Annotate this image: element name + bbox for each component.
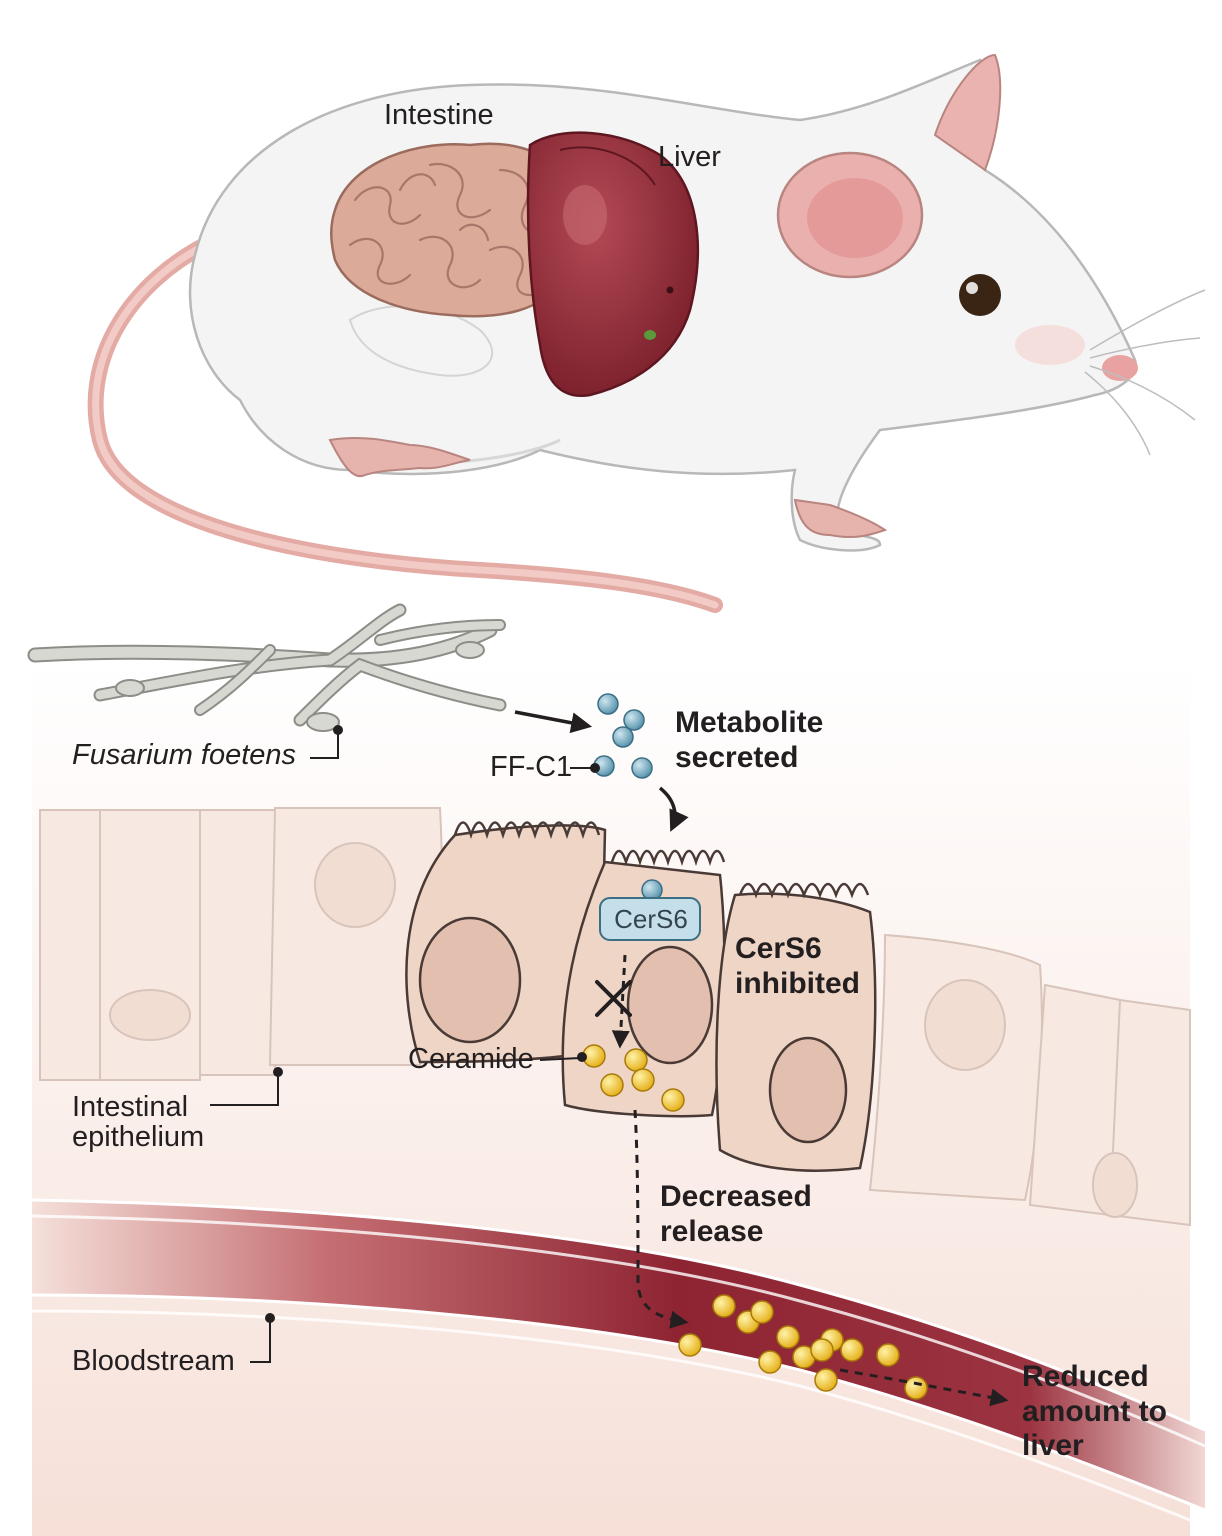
- mouse-eye: [959, 274, 1001, 316]
- arrow-fungus-to-metabolite: [514, 710, 593, 734]
- cers6-label: CerS6: [614, 904, 688, 934]
- metabolite-secreted-label: Metabolite secreted: [675, 706, 824, 774]
- cers6-inhibited-label: CerS6 inhibited: [735, 932, 860, 1000]
- ceramide-molecules-blood: [678, 1294, 928, 1400]
- bloodstream-label: Bloodstream: [72, 1345, 235, 1377]
- arrow-metabolite-to-cell: [658, 786, 689, 832]
- mouse-front-foot: [793, 498, 888, 539]
- blood-vessel: [31, 1198, 1206, 1528]
- pathway-arrows: [514, 710, 1009, 1407]
- label-leader-lines: [210, 725, 600, 1363]
- intestine-label: Intestine: [384, 99, 494, 131]
- mouse-illustration: [87, 53, 1206, 613]
- mouse-nose: [1102, 355, 1138, 381]
- epithelial-cell-1: [405, 821, 607, 1064]
- arrow-to-liver: [839, 1368, 1009, 1407]
- reduced-amount-to-liver-label: Reduced amount to liver: [1022, 1360, 1167, 1462]
- arrow-decreased-release: [633, 1109, 689, 1329]
- intestinal-epithelium-label: Intestinal epithelium: [72, 1091, 205, 1154]
- ff-c1-label: FF-C1: [490, 751, 573, 783]
- ceramide-label: Ceramide: [408, 1043, 534, 1075]
- faded-cells-right: [868, 933, 1191, 1227]
- decreased-release-label: Decreased release: [660, 1180, 812, 1248]
- ceramide-molecules-cell: [582, 1044, 685, 1112]
- epithelial-cell-3: [715, 882, 877, 1172]
- arrow-cers6-dashed: [611, 954, 630, 1049]
- mouse-hind-foot: [328, 436, 471, 478]
- faded-cells-left: [39, 807, 443, 1081]
- mouse-ear-back: [933, 53, 1002, 172]
- liver-organ: [526, 131, 699, 398]
- ff-c1-metabolite-molecules: [593, 693, 663, 901]
- intestine-organ: [330, 142, 571, 318]
- cers6-enzyme-box: [599, 897, 701, 941]
- liver-label: Liver: [658, 141, 721, 173]
- fungus-hyphae: [27, 603, 507, 732]
- fusarium-foetens-label: Fusarium foetens: [72, 739, 297, 771]
